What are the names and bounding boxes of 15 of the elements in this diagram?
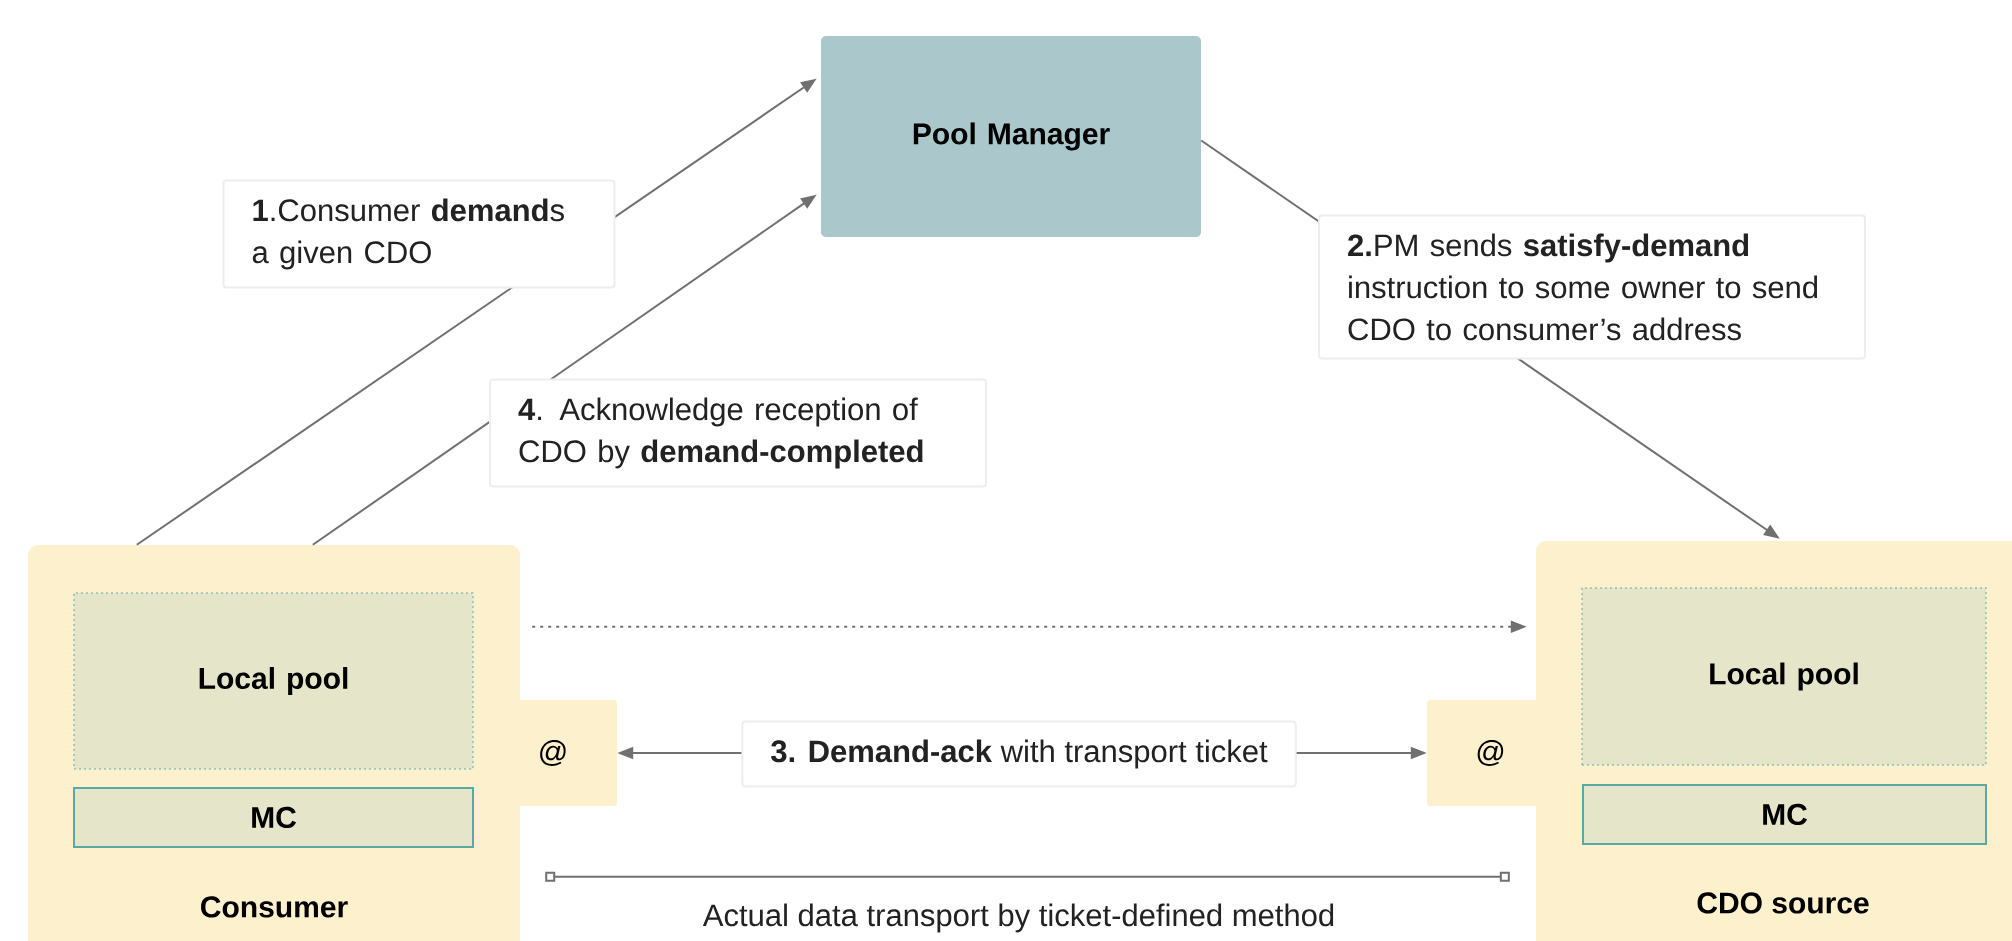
pool-box: Local pool [73, 592, 474, 770]
node-label: @ [1477, 740, 1504, 766]
edge-label: 1.Consumer demands a given CDO [222, 179, 616, 289]
mc-box: MC [73, 787, 474, 848]
node-label: @ [540, 740, 566, 766]
mc-box: MC [1582, 784, 1987, 845]
pool-box: Local pool [1581, 587, 1987, 766]
edge-label: 2.PM sends satisfy-demand instruction to some owner to send CDO to consumer’s address [1318, 214, 1866, 360]
edge-label: 3. Demand-ack with transport ticket [741, 720, 1297, 788]
edge-label: Actual data transport by ticket-defined method [698, 899, 1340, 937]
address-box: @ [1427, 700, 1554, 806]
edge-label: 4. Acknowledge reception of CDO by demand-completed [489, 378, 987, 488]
transport-line [545, 871, 1510, 882]
manager-box: Pool Manager [821, 36, 1201, 237]
address-box: @ [489, 700, 617, 806]
